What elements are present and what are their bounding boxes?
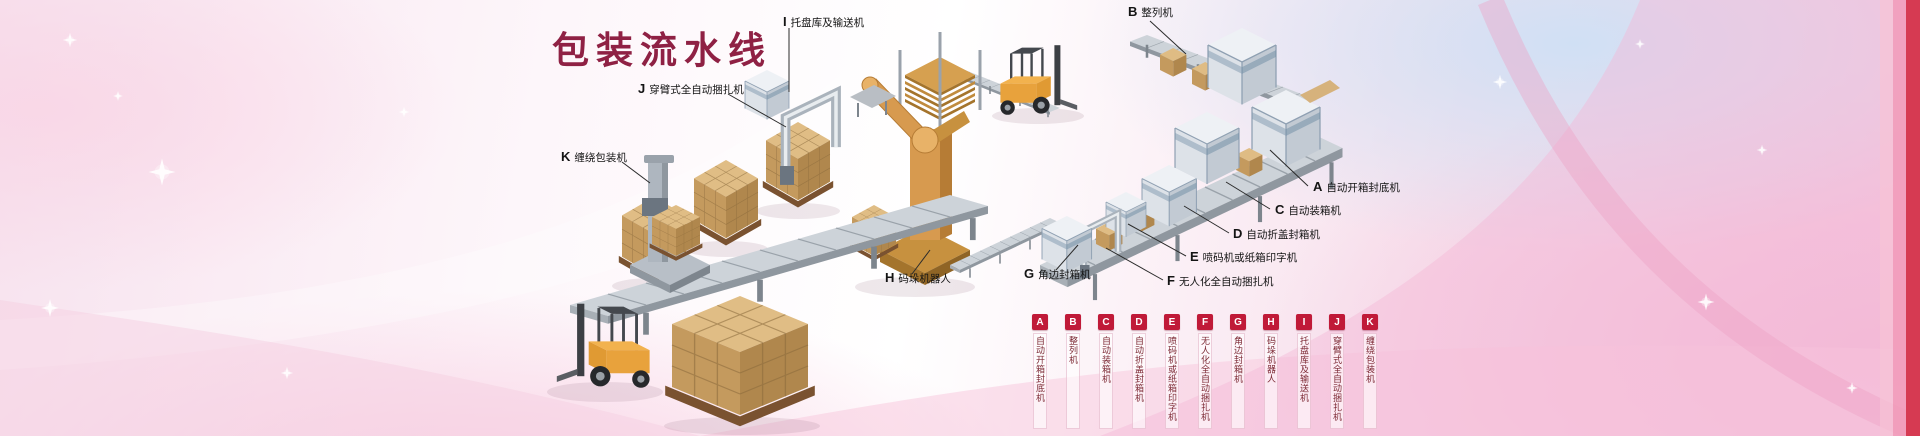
legend-item-b: B 整列机 <box>1065 314 1081 429</box>
legend-letter-badge: G <box>1230 314 1246 330</box>
legend-label: 缠绕包装机 <box>1363 333 1377 429</box>
callout-f: F 无人化全自动捆扎机 <box>1167 273 1273 289</box>
forklift-top <box>999 44 1079 117</box>
edge-band-mid <box>1893 0 1906 436</box>
legend-label: 喷码机或纸箱印字机 <box>1165 333 1179 429</box>
legend-letter-badge: B <box>1065 314 1081 330</box>
legend-letter-badge: K <box>1362 314 1378 330</box>
callout-label: 自动开箱封底机 <box>1326 182 1400 194</box>
callout-e: E 喷码机或纸箱印字机 <box>1190 249 1297 265</box>
callout-label: 缠绕包装机 <box>574 152 627 164</box>
legend-label: 码垛机器人 <box>1264 333 1278 429</box>
legend-item-c: C 自动装箱机 <box>1098 314 1114 429</box>
legend-label: 自动折盖封箱机 <box>1132 333 1146 429</box>
legend: A 自动开箱封底机 B 整列机 C 自动装箱机 D 自动折盖封箱机 E 喷码机或… <box>1032 314 1378 429</box>
callout-label: 托盘库及输送机 <box>790 17 865 29</box>
strapping-head-j <box>744 69 790 120</box>
callout-letter: C <box>1275 202 1285 217</box>
legend-letter-badge: A <box>1032 314 1048 330</box>
legend-letter-badge: C <box>1098 314 1114 330</box>
callout-i: I 托盘库及输送机 <box>783 14 864 30</box>
legend-label: 无人化全自动捆扎机 <box>1198 333 1212 429</box>
callout-label: 角边封箱机 <box>1038 269 1091 281</box>
legend-item-h: H 码垛机器人 <box>1263 314 1279 429</box>
carton-blank-magazine <box>1300 80 1340 103</box>
finished-goods-block <box>664 295 816 427</box>
callout-letter: A <box>1313 179 1323 194</box>
callout-c: C 自动装箱机 <box>1275 202 1341 218</box>
callout-label: 穿臂式全自动捆扎机 <box>649 84 744 96</box>
legend-item-d: D 自动折盖封箱机 <box>1131 314 1147 429</box>
legend-label: 托盘库及输送机 <box>1297 333 1311 429</box>
legend-item-i: I 托盘库及输送机 <box>1296 314 1312 429</box>
legend-item-e: E 喷码机或纸箱印字机 <box>1164 314 1180 429</box>
legend-label: 自动开箱封底机 <box>1033 333 1047 429</box>
callout-letter: H <box>885 270 895 285</box>
legend-letter-badge: F <box>1197 314 1213 330</box>
callout-b: B 整列机 <box>1128 4 1173 20</box>
legend-letter-badge: J <box>1329 314 1345 330</box>
leader-lines <box>621 20 1309 281</box>
legend-item-f: F 无人化全自动捆扎机 <box>1197 314 1213 429</box>
legend-letter-badge: E <box>1164 314 1180 330</box>
callout-j: J 穿臂式全自动捆扎机 <box>638 81 744 97</box>
legend-letter-badge: D <box>1131 314 1147 330</box>
callout-letter: J <box>638 81 646 96</box>
legend-item-g: G 角边封箱机 <box>1230 314 1246 429</box>
legend-label: 自动装箱机 <box>1099 333 1113 429</box>
callout-letter: B <box>1128 4 1138 19</box>
callout-letter: I <box>783 14 787 29</box>
callout-label: 整列机 <box>1141 7 1173 19</box>
legend-letter-badge: I <box>1296 314 1312 330</box>
edge-band-light <box>1880 0 1893 436</box>
legend-label: 角边封箱机 <box>1231 333 1245 429</box>
callout-d: D 自动折盖封箱机 <box>1233 226 1320 242</box>
legend-item-a: A 自动开箱封底机 <box>1032 314 1048 429</box>
callout-label: 自动装箱机 <box>1288 205 1341 217</box>
callout-letter: E <box>1190 249 1199 264</box>
edge-band-red <box>1906 0 1920 436</box>
callout-g: G 角边封箱机 <box>1024 266 1091 282</box>
callout-label: 自动折盖封箱机 <box>1246 229 1320 241</box>
legend-item-k: K 缠绕包装机 <box>1362 314 1378 429</box>
page-title: 包装流水线 <box>552 29 772 72</box>
callout-a: A 自动开箱封底机 <box>1313 179 1400 195</box>
legend-label: 整列机 <box>1066 333 1080 429</box>
legend-item-j: J 穿臂式全自动捆扎机 <box>1329 314 1345 429</box>
callout-letter: K <box>561 149 571 164</box>
callout-letter: F <box>1167 273 1175 288</box>
callout-label: 无人化全自动捆扎机 <box>1178 276 1274 288</box>
legend-label: 穿臂式全自动捆扎机 <box>1330 333 1344 429</box>
callout-label: 码垛机器人 <box>898 273 951 285</box>
callout-h: H 码垛机器人 <box>885 270 951 286</box>
callout-letter: G <box>1024 266 1035 281</box>
callout-k: K 缠绕包装机 <box>561 149 627 165</box>
callout-letter: D <box>1233 226 1243 241</box>
callout-label: 喷码机或纸箱印字机 <box>1202 252 1298 264</box>
legend-letter-badge: H <box>1263 314 1279 330</box>
